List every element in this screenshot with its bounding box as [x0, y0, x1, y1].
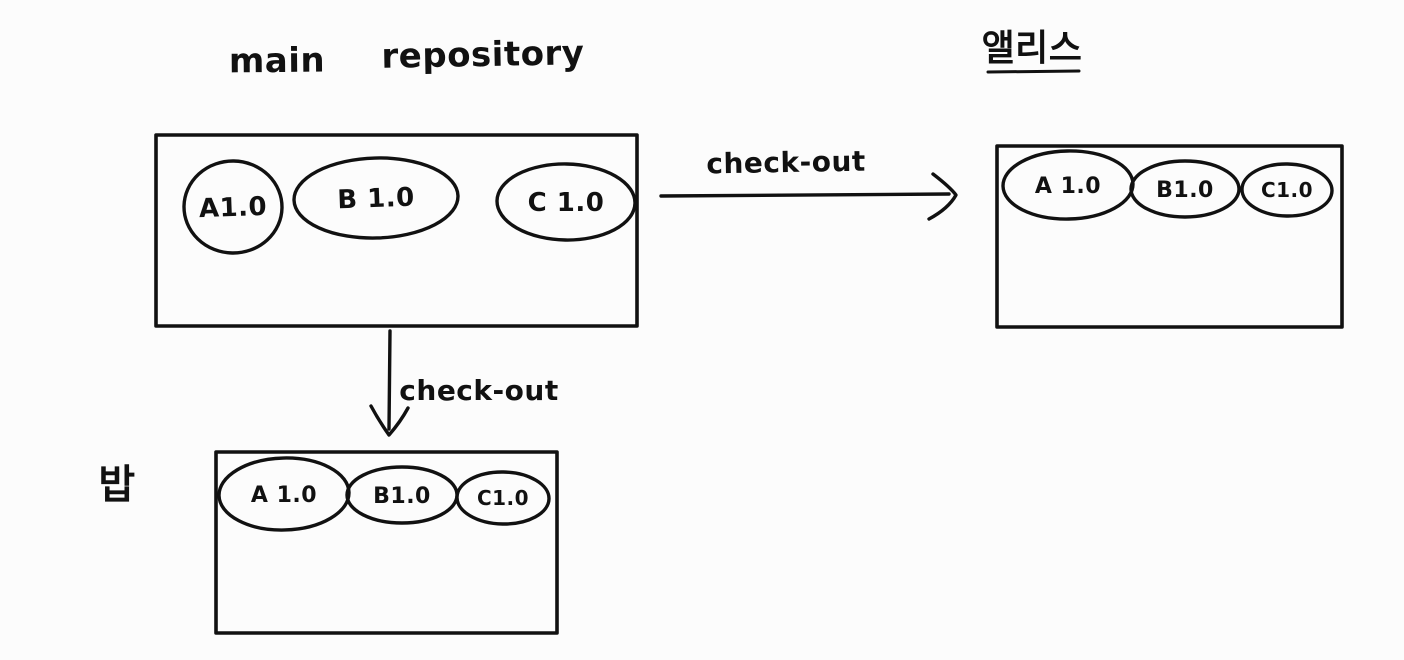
- arrowhead-down-icon: [369, 404, 410, 437]
- module-label-a: A1.0: [198, 192, 267, 224]
- module-ellipse-a: [217, 456, 351, 532]
- module-label-c: C1.0: [1261, 178, 1313, 202]
- bob-workspace-rect: [214, 450, 559, 635]
- module-ellipse-c: [455, 470, 551, 526]
- title-word-main: main: [229, 41, 326, 82]
- checkout-arrow-to-alice: check-out: [659, 145, 958, 221]
- module-label-c: C 1.0: [528, 188, 605, 218]
- module-ellipse-b: [1129, 159, 1241, 219]
- main-repository-rect: [154, 133, 639, 328]
- module-label-b: B1.0: [1156, 178, 1214, 203]
- module-label-b: B 1.0: [337, 183, 415, 216]
- checkout-to-bob-label: check-out: [399, 374, 558, 407]
- arrow-shaft: [659, 192, 951, 198]
- alice-name-label: 앨리스: [982, 28, 1083, 69]
- alice-name-underline: [986, 69, 1081, 74]
- module-ellipse-c: [495, 162, 637, 242]
- alice-workspace-rect: [995, 144, 1344, 329]
- main-repository-box: A1.0 B 1.0 C 1.0: [154, 133, 639, 328]
- checkout-arrow-to-bob: check-out: [369, 329, 558, 437]
- checkout-to-alice-label: check-out: [706, 145, 866, 181]
- bob-name-label: 밥: [98, 462, 135, 508]
- alice-workspace: 앨리스 A 1.0 B1.0 C1.0: [982, 28, 1344, 329]
- module-ellipse-c: [1240, 162, 1334, 218]
- module-label-a: A 1.0: [251, 483, 317, 508]
- module-ellipse-a: [182, 159, 284, 255]
- module-label-b: B1.0: [373, 484, 431, 509]
- module-label-c: C1.0: [477, 486, 529, 510]
- diagram-title: main repository: [229, 33, 585, 81]
- arrowhead-right-icon: [927, 172, 958, 221]
- arrow-shaft: [387, 329, 392, 431]
- module-label-a: A 1.0: [1035, 174, 1101, 199]
- title-word-repository: repository: [381, 33, 585, 77]
- bob-workspace: 밥 A 1.0 B1.0 C1.0: [98, 450, 559, 635]
- module-ellipse-b: [292, 156, 460, 240]
